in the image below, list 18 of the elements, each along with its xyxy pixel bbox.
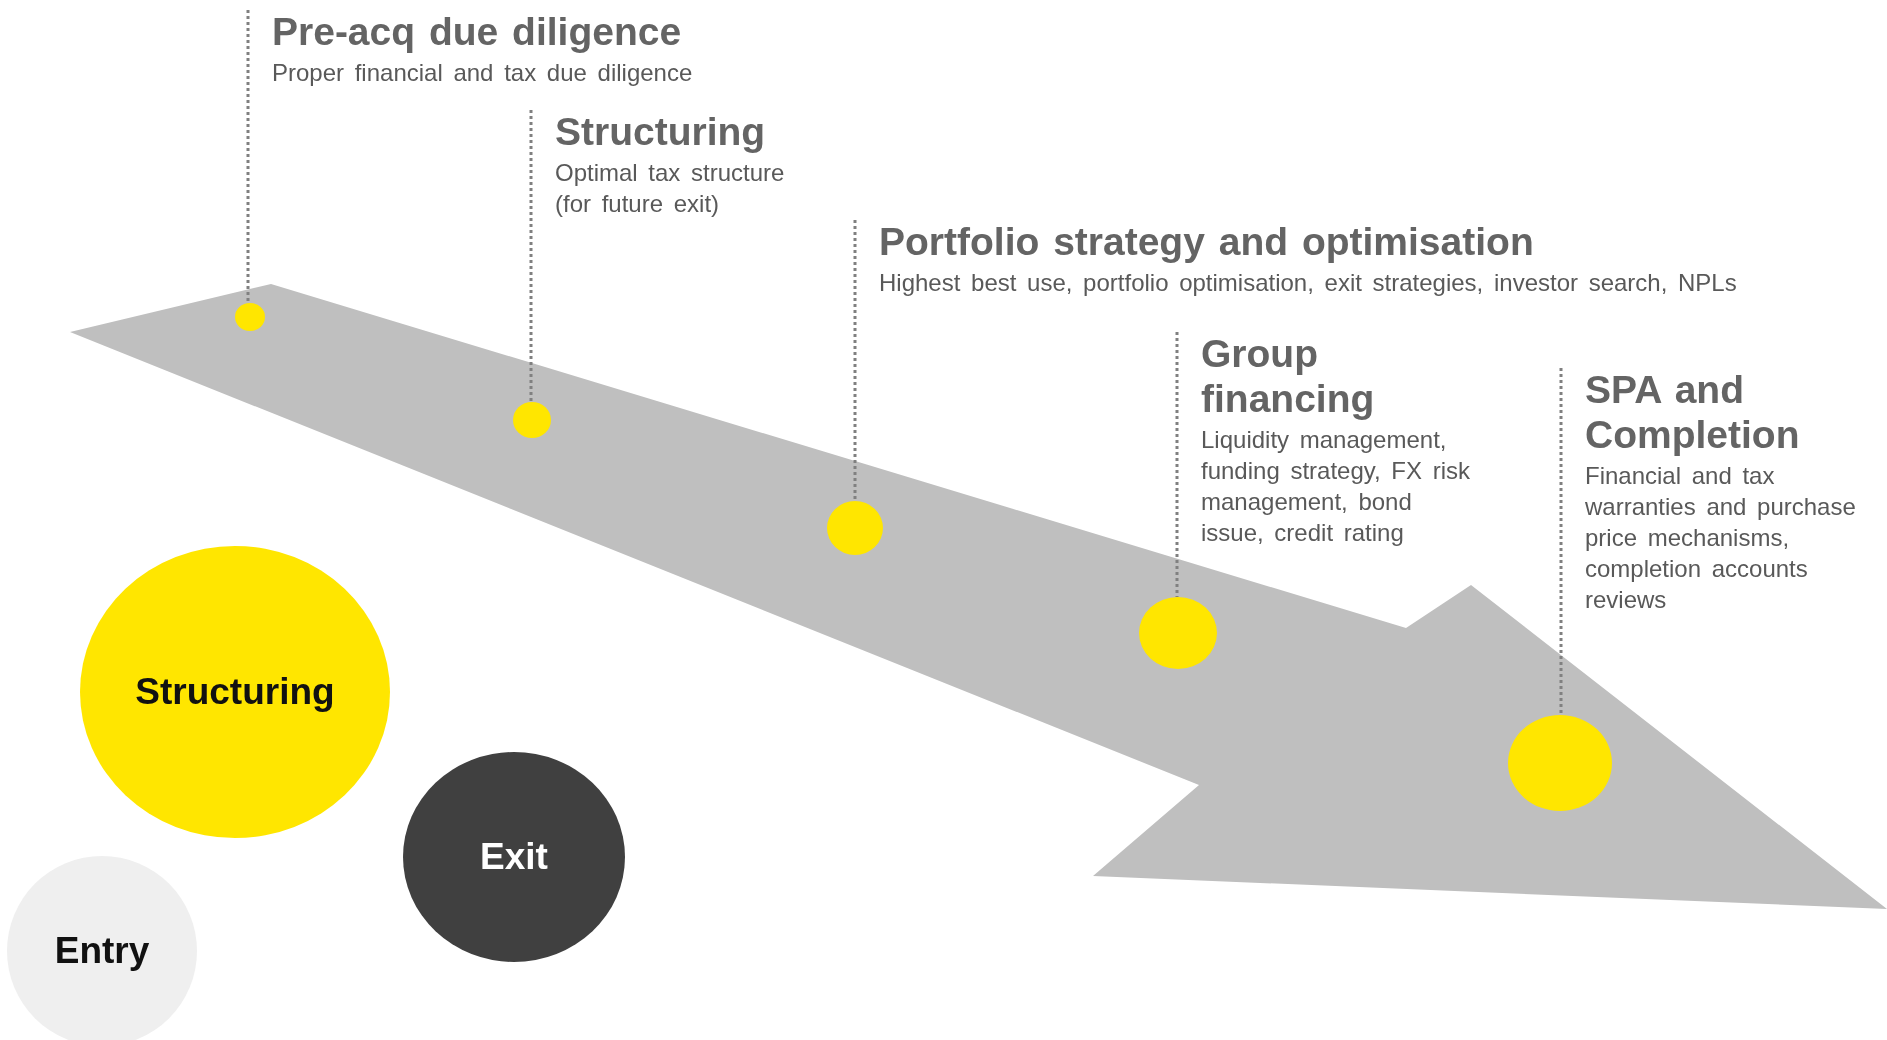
leader-line (1559, 368, 1563, 715)
phase-circle: Entry (7, 856, 197, 1040)
step-description: Optimal tax structure (for future exit) (555, 157, 786, 220)
leader-line (246, 10, 250, 304)
step-description: Liquidity management, funding strategy, FX risk management, bond issue, credit rating (1201, 424, 1471, 549)
step-heading: Group financing (1201, 332, 1376, 422)
step-heading: Pre-acq due diligence (272, 10, 683, 55)
leader-line (853, 220, 857, 501)
step-heading: SPA and Completion (1585, 368, 1801, 458)
step-heading: Structuring (555, 110, 767, 155)
step-description: Highest best use, portfolio optimisation, exit strategies, investor search, NPLs (879, 267, 1738, 298)
leader-line (529, 110, 533, 402)
step-description: Proper financial and tax due diligence (272, 57, 694, 88)
leader-line (1175, 332, 1179, 597)
phase-circle: Exit (403, 752, 625, 962)
phase-circle: Structuring (80, 546, 390, 838)
step-description: Financial and tax warranties and purchase price mechanisms, completion accounts reviews (1585, 460, 1857, 616)
step-heading: Portfolio strategy and optimisation (879, 220, 1535, 265)
